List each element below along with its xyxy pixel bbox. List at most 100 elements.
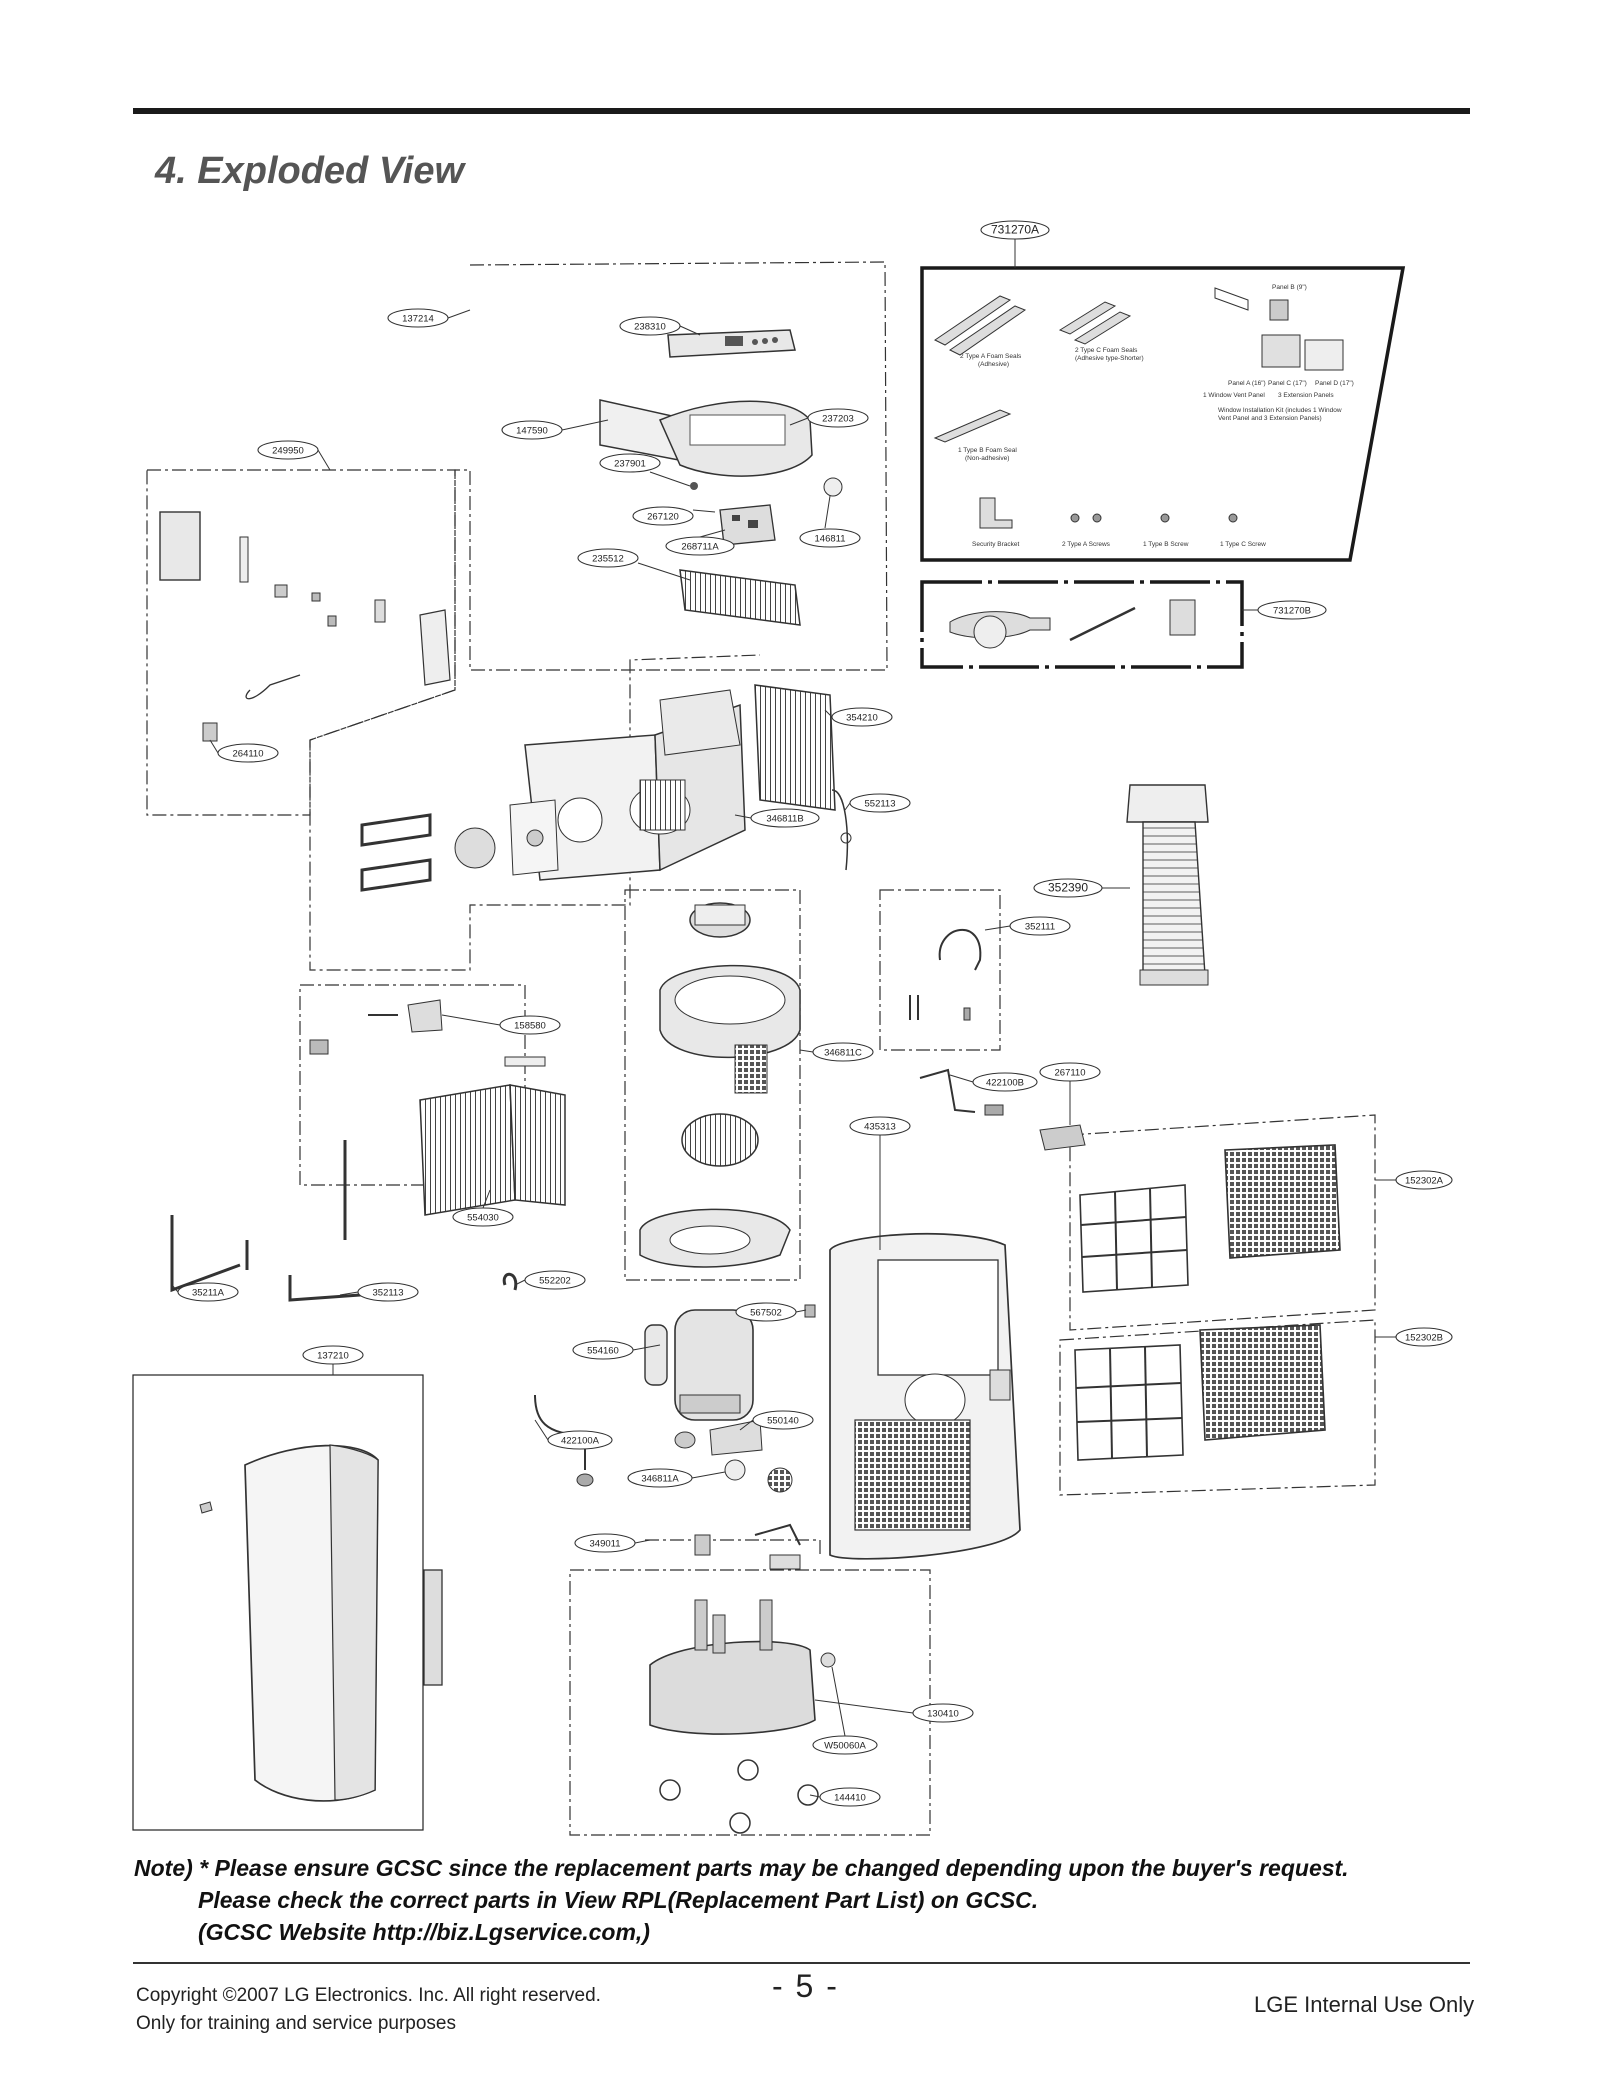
part-tag-346811A: 346811A <box>627 1468 726 1488</box>
tag-label: 567502 <box>750 1308 782 1319</box>
leader-line <box>634 1539 651 1544</box>
tag-label: 267110 <box>1055 1068 1086 1079</box>
part-tag-152302B: 152302B <box>1375 1327 1453 1347</box>
label-panel-d: Panel D (17") <box>1315 380 1354 387</box>
tag-outline <box>627 1468 693 1488</box>
part-tag-237203: 237203 <box>789 408 869 428</box>
tag-label: 146811 <box>815 534 846 545</box>
leader-line <box>789 417 809 426</box>
tag-outline <box>750 808 820 828</box>
note-line-2: Please check the correct parts in View R… <box>198 1887 1039 1913</box>
leader-line <box>692 509 716 513</box>
part-tag-731270A: 731270A <box>980 220 1050 268</box>
side-control-part <box>159 511 451 742</box>
part-tag-349011: 349011 <box>574 1533 651 1553</box>
copyright-line-2: Only for training and service purposes <box>136 2013 456 2034</box>
tag-label: 346811A <box>641 1474 679 1485</box>
tag-outline <box>452 1207 514 1227</box>
tag-outline <box>831 707 893 727</box>
tag-label: 235512 <box>592 554 624 565</box>
part-tag-352111: 352111 <box>984 916 1071 936</box>
internal-use-label: LGE Internal Use Only <box>1254 1992 1475 2017</box>
tag-outline <box>572 1340 634 1360</box>
part-tag-144410: 144410 <box>809 1787 881 1807</box>
part-tag-235512: 235512 <box>577 548 691 581</box>
tag-outline <box>1395 1327 1453 1347</box>
tag-outline <box>524 1270 586 1290</box>
tag-label: 137210 <box>317 1351 349 1362</box>
note-line-3: (GCSC Website http://biz.Lgservice.com,) <box>198 1919 650 1945</box>
tag-outline <box>912 1703 974 1723</box>
part-tag-550140: 550140 <box>739 1410 814 1431</box>
tag-label: 352390 <box>1048 881 1088 895</box>
leader-line <box>824 709 833 718</box>
tag-label: 35211A <box>192 1288 225 1299</box>
part-tag-346811C: 346811C <box>799 1042 874 1062</box>
tag-outline <box>849 1116 911 1136</box>
exhaust-duct-part <box>1126 784 1209 986</box>
leader-line <box>814 1699 914 1714</box>
tag-label: 422100A <box>561 1436 600 1447</box>
part-tag-552202: 552202 <box>514 1270 586 1290</box>
part-tag-35211A: 35211A <box>171 1282 239 1302</box>
tag-outline <box>1033 878 1103 898</box>
tag-label: 552202 <box>539 1276 571 1287</box>
condenser-part <box>419 1084 566 1216</box>
part-tag-264110: 264110 <box>209 739 279 763</box>
control-panel-part <box>667 329 796 358</box>
tag-outline <box>752 1410 814 1430</box>
tag-label: 352111 <box>1025 922 1055 933</box>
pipes-part <box>170 1140 518 1302</box>
tag-label: 422100B <box>986 1078 1024 1089</box>
part-tags: 731270A137214238310237203147590249950237… <box>171 220 1453 1807</box>
label-kit-2: Vent Panel and 3 Extension Panels) <box>1218 415 1322 422</box>
part-tag-137214: 137214 <box>387 308 471 328</box>
label-seal-c-2: (Adhesive type-Shorter) <box>1075 355 1144 362</box>
part-tag-137210: 137210 <box>302 1345 364 1375</box>
part-tag-731270B: 731270B <box>1242 600 1327 620</box>
leader-line <box>561 419 609 431</box>
label-panel-c: Panel C (17") <box>1268 380 1307 387</box>
pcb-part <box>690 477 843 546</box>
tag-label: 152302A <box>1405 1176 1444 1187</box>
tag-label: 731270B <box>1273 606 1311 617</box>
tag-label: 349011 <box>590 1539 621 1550</box>
leader-line <box>799 1049 814 1053</box>
leader-line <box>514 1279 526 1286</box>
tag-outline <box>499 1015 561 1035</box>
tag-outline <box>972 1072 1038 1092</box>
leader-line <box>171 1284 179 1293</box>
blower-assembly-part <box>639 902 801 1268</box>
part-tag-422100B: 422100B <box>949 1072 1038 1092</box>
tag-outline <box>1257 600 1327 620</box>
tag-outline <box>577 548 639 568</box>
note-line-1: Note) * Please ensure GCSC since the rep… <box>134 1855 1349 1881</box>
tag-label: 346811C <box>824 1048 862 1059</box>
part-tag-352390: 352390 <box>1033 878 1130 898</box>
front-cover-box <box>132 1374 424 1831</box>
label-panel-a: Panel A (16") <box>1228 380 1266 387</box>
label-seal-a-1: 2 Type A Foam Seals <box>960 353 1022 360</box>
part-tag-354210: 354210 <box>824 707 893 727</box>
front-cover-part <box>199 1444 443 1802</box>
part-tag-268711A: 268711A <box>665 529 735 556</box>
tag-label: 346811B <box>766 814 803 825</box>
part-tag-554160: 554160 <box>572 1340 661 1360</box>
tag-outline <box>1395 1170 1453 1190</box>
tag-label: 238310 <box>634 322 666 333</box>
tag-outline <box>819 1787 881 1807</box>
tag-label: 158580 <box>514 1021 546 1032</box>
leader-line <box>739 1419 754 1431</box>
part-tag-554030: 554030 <box>452 1189 514 1227</box>
label-seal-b-2: (Non-adhesive) <box>965 455 1009 462</box>
tag-label: 152302B <box>1405 1333 1443 1344</box>
hardware-kit-parts <box>949 599 1196 649</box>
leader-line <box>795 1309 807 1313</box>
tag-outline <box>257 440 319 460</box>
tag-label: 550140 <box>767 1416 799 1427</box>
part-tag-152302A: 152302A <box>1375 1170 1453 1190</box>
part-tag-422100A: 422100A <box>534 1419 613 1450</box>
leader-line <box>632 1344 661 1351</box>
label-vent-panel: 1 Window Vent Panel <box>1203 392 1265 399</box>
tag-outline <box>547 1430 613 1450</box>
